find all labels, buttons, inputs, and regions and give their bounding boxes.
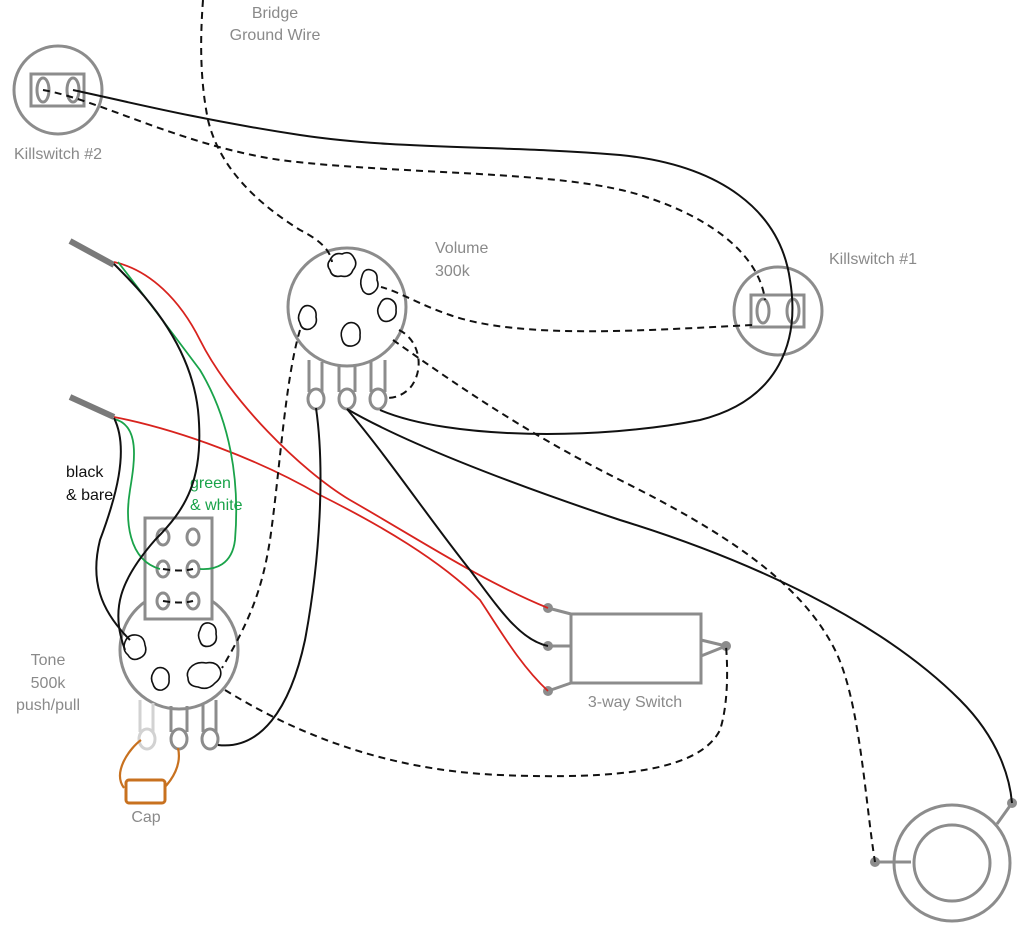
labels: Bridge Ground Wire Killswitch #2 Killswi… [14, 5, 917, 826]
volume-pot [286, 246, 408, 411]
switch-3way [543, 603, 731, 696]
green-white-label-1: green [190, 475, 231, 492]
green-white-label-2: & white [190, 497, 243, 514]
volume-label-2: 300k [435, 263, 471, 280]
killswitch-1-label: Killswitch #1 [829, 251, 917, 268]
bridge-pickup-cable [68, 394, 116, 420]
bridge-ground-wire-label-1: Bridge [252, 5, 298, 22]
tone-capacitor [118, 739, 180, 805]
tone-pot [118, 516, 240, 751]
tone-lug-3 [200, 727, 220, 751]
volume-label-1: Volume [435, 240, 488, 257]
killswitch-2-label: Killswitch #2 [14, 146, 102, 163]
killswitch-1 [732, 265, 824, 357]
bridge-ground-wire-label-2: Ground Wire [230, 27, 321, 44]
volume-lug-3 [368, 387, 388, 411]
pickup-cables [68, 238, 116, 420]
output-jack [870, 798, 1017, 923]
tone-label-2: 500k [31, 675, 67, 692]
wires [42, 0, 1013, 863]
volume-lug-2 [337, 387, 357, 411]
tone-label-3: push/pull [16, 697, 80, 714]
tone-lug-1 [137, 727, 157, 751]
killswitch-2 [12, 44, 104, 136]
cap-label: Cap [131, 809, 160, 826]
black-bare-label-2: & bare [66, 487, 113, 504]
black-bare-label-1: black [66, 464, 104, 481]
neck-pickup-cable [68, 238, 116, 268]
tone-lug-2 [169, 727, 189, 751]
tone-label-1: Tone [31, 652, 66, 669]
volume-lug-1 [306, 387, 326, 411]
switch-3way-label: 3-way Switch [588, 694, 682, 711]
